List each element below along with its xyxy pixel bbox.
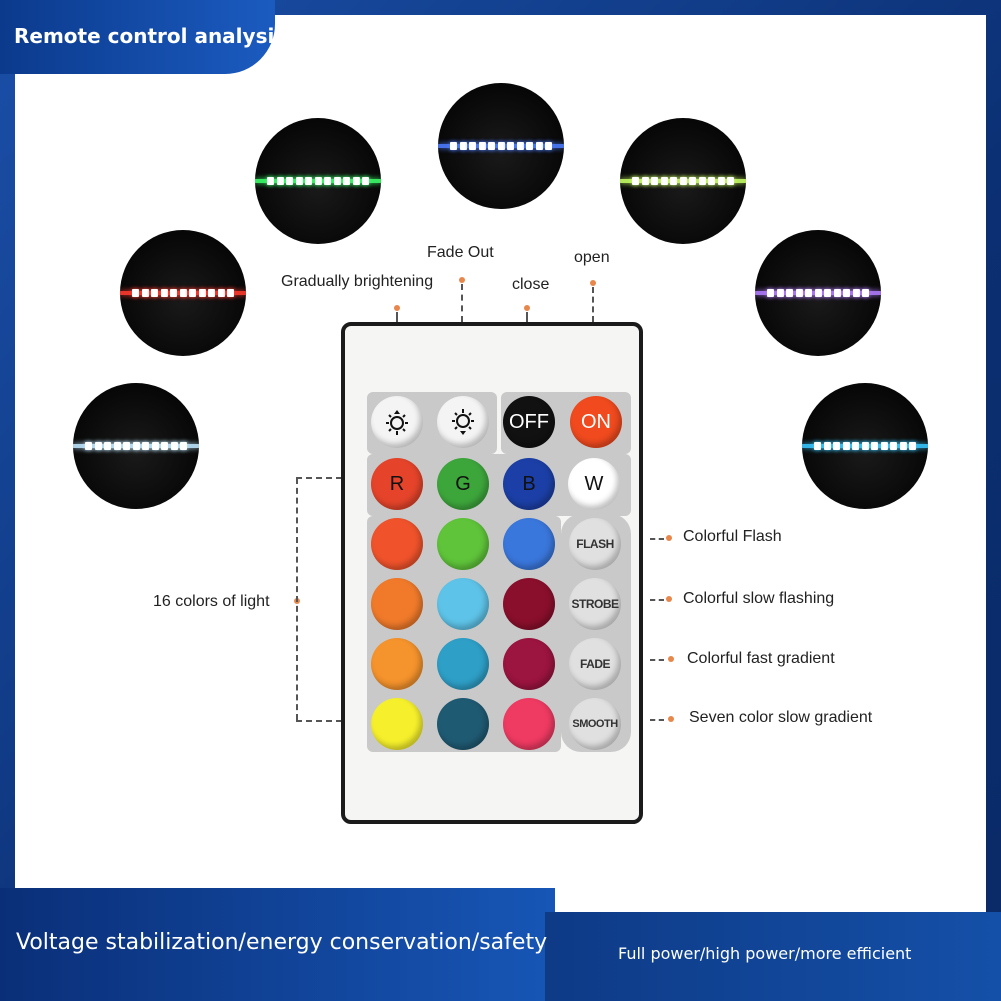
green-button[interactable]: G (437, 458, 489, 510)
color-button[interactable] (503, 638, 555, 690)
blue-button[interactable]: B (503, 458, 555, 510)
led-strip (802, 441, 928, 451)
bracket-line (296, 477, 342, 479)
led-strip (620, 176, 746, 186)
red-button[interactable]: R (371, 458, 423, 510)
strobe-button[interactable]: STROBE (569, 578, 621, 630)
marker-dot (524, 305, 530, 311)
bulb-blue (438, 83, 564, 209)
marker-dot (666, 535, 672, 541)
color-button[interactable] (371, 518, 423, 570)
color-button[interactable] (437, 638, 489, 690)
bulb-cyan (802, 383, 928, 509)
fade-button[interactable]: FADE (569, 638, 621, 690)
color-button[interactable] (371, 638, 423, 690)
marker-dot (668, 656, 674, 662)
leader-line (650, 538, 664, 540)
remote-control: OFF ON R G B W FLASH STROBE FADE SMOOTH (341, 322, 643, 824)
bulb-white-cyan (73, 383, 199, 509)
led-strip (255, 176, 381, 186)
label-seven-color-slow-gradient: Seven color slow gradient (689, 709, 873, 726)
color-button[interactable] (503, 698, 555, 750)
label-colorful-fast-gradient: Colorful fast gradient (687, 650, 835, 667)
color-button[interactable] (371, 578, 423, 630)
marker-dot (459, 277, 465, 283)
bracket-line (296, 720, 342, 722)
label-fade-out: Fade Out (427, 244, 494, 261)
label-colorful-flash: Colorful Flash (683, 528, 782, 545)
bulb-green (255, 118, 381, 244)
off-button[interactable]: OFF (503, 396, 555, 448)
leader-line (461, 284, 463, 322)
color-button[interactable] (503, 578, 555, 630)
bracket-line (296, 478, 298, 720)
led-strip (73, 441, 199, 451)
footer-left-banner (0, 888, 555, 1001)
label-open: open (574, 249, 610, 266)
footer-right-text: Full power/high power/more efficient (618, 944, 912, 963)
led-strip (438, 141, 564, 151)
footer-right-banner (545, 912, 1001, 1001)
bulb-yellow-green (620, 118, 746, 244)
color-button[interactable] (437, 518, 489, 570)
leader-line (650, 659, 664, 661)
led-strip (120, 288, 246, 298)
on-button[interactable]: ON (570, 396, 622, 448)
color-button[interactable] (437, 698, 489, 750)
label-colorful-slow-flashing: Colorful slow flashing (683, 590, 835, 607)
brightness-down-button[interactable] (437, 396, 489, 448)
bulb-red (120, 230, 246, 356)
smooth-button[interactable]: SMOOTH (569, 698, 621, 750)
flash-button[interactable]: FLASH (569, 518, 621, 570)
footer-left-text: Voltage stabilization/energy conservatio… (16, 930, 548, 955)
label-close: close (512, 276, 550, 293)
label-16-colors: 16 colors of light (153, 593, 270, 610)
marker-dot (668, 716, 674, 722)
brightness-down-icon (452, 409, 474, 435)
brightness-up-icon (386, 410, 408, 435)
leader-line (396, 312, 398, 324)
color-button[interactable] (503, 518, 555, 570)
label-gradually-brightening: Gradually brightening (281, 273, 434, 290)
bulb-purple (755, 230, 881, 356)
color-button[interactable] (371, 698, 423, 750)
leader-line (592, 287, 594, 322)
leader-line (526, 312, 528, 324)
title-banner (0, 0, 275, 74)
marker-dot (590, 280, 596, 286)
color-button[interactable] (437, 578, 489, 630)
page-title: Remote control analysis (14, 24, 287, 48)
marker-dot (666, 596, 672, 602)
led-strip (755, 288, 881, 298)
brightness-up-button[interactable] (371, 396, 423, 448)
white-button[interactable]: W (568, 458, 620, 510)
leader-line (650, 599, 664, 601)
marker-dot (394, 305, 400, 311)
leader-line (650, 719, 664, 721)
